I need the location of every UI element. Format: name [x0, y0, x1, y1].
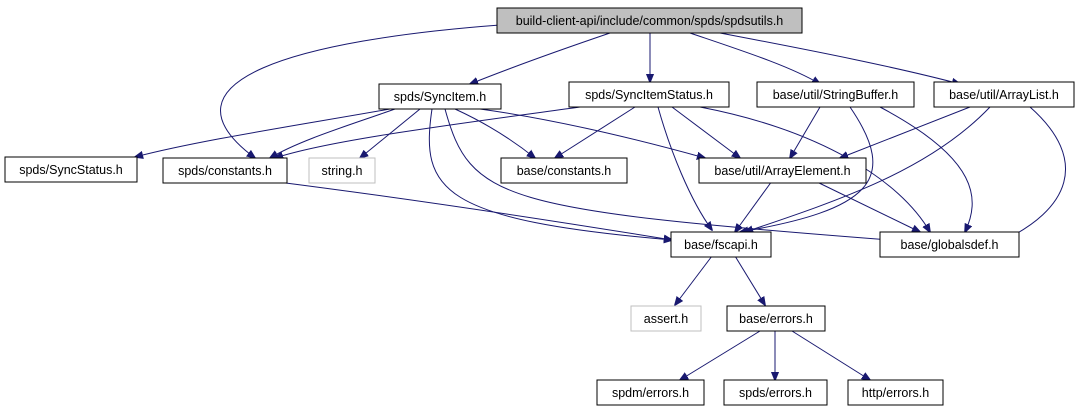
- node-label-assert: assert.h: [644, 312, 689, 326]
- node-syncstatus[interactable]: spds/SyncStatus.h: [4, 156, 138, 183]
- edge-syncitem-to-baseconstants: [454, 108, 535, 158]
- edge-stringbuffer-to-fscapi: [740, 106, 874, 232]
- edge-root-to-spdsconstants: [220, 24, 501, 158]
- node-syncitem[interactable]: spds/SyncItem.h: [378, 83, 502, 110]
- node-label-spdmerrors: spdm/errors.h: [612, 386, 689, 400]
- node-spds-constants[interactable]: spds/constants.h: [162, 157, 288, 184]
- node-label-syncstatus: spds/SyncStatus.h: [19, 163, 123, 177]
- node-fscapi[interactable]: base/fscapi.h: [670, 231, 772, 258]
- edge-syncitemstatus-to-fscapi: [657, 106, 712, 230]
- node-label-stringbuffer: base/util/StringBuffer.h: [773, 88, 899, 102]
- node-label-httperrors: http/errors.h: [862, 386, 929, 400]
- dependency-edges: [135, 24, 1067, 380]
- node-label-baseerrors: base/errors.h: [739, 312, 813, 326]
- edge-arrayelement-to-globalsdef: [814, 180, 920, 232]
- node-stringbuffer[interactable]: base/util/StringBuffer.h: [756, 81, 915, 108]
- edge-baseerrors-to-httperrors: [791, 330, 870, 380]
- node-assert-missing: assert.h: [630, 305, 702, 332]
- edge-syncitemstatus-to-spdsconstants: [275, 106, 581, 158]
- node-label-root: build-client-api/include/common/spds/spd…: [516, 14, 784, 28]
- node-string-missing: string.h: [308, 157, 376, 184]
- node-arraylist[interactable]: base/util/ArrayList.h: [933, 81, 1075, 108]
- node-base-constants[interactable]: base/constants.h: [500, 157, 628, 184]
- edge-spdsconstants-to-fscapi: [269, 180, 672, 240]
- node-label-spdserrors: spds/errors.h: [739, 386, 812, 400]
- edge-arrayelement-to-fscapi: [735, 180, 773, 232]
- node-label-arrayelement: base/util/ArrayElement.h: [714, 164, 850, 178]
- edge-root-to-stringbuffer: [689, 32, 820, 84]
- edge-stringbuffer-to-arrayelement: [790, 106, 821, 158]
- edge-arraylist-to-fscapi: [745, 106, 991, 232]
- node-spdsutils-root[interactable]: build-client-api/include/common/spds/spd…: [496, 7, 803, 34]
- edge-fscapi-to-assert: [675, 255, 713, 305]
- node-label-fscapi: base/fscapi.h: [684, 238, 758, 252]
- header-nodes: build-client-api/include/common/spds/spd…: [4, 7, 1075, 406]
- node-arrayelement[interactable]: base/util/ArrayElement.h: [698, 157, 867, 184]
- edge-fscapi-to-baseerrors: [734, 255, 765, 305]
- edge-syncitem-to-spdsconstants: [270, 108, 396, 158]
- edge-syncitem-to-syncstatus: [135, 108, 391, 157]
- edge-arraylist-to-arrayelement: [840, 106, 971, 158]
- edge-root-to-arraylist: [719, 32, 960, 84]
- edge-syncitem-to-fscapi: [428, 108, 672, 240]
- node-label-globalsdef: base/globalsdef.h: [901, 238, 999, 252]
- edge-syncitemstatus-to-arrayelement: [671, 106, 740, 158]
- node-label-baseconstants: base/constants.h: [517, 164, 612, 178]
- edge-stringbuffer-to-globalsdef: [879, 106, 973, 232]
- node-label-syncitem: spds/SyncItem.h: [394, 90, 486, 104]
- edge-baseerrors-to-spdmerrors: [680, 330, 761, 380]
- node-globalsdef[interactable]: base/globalsdef.h: [879, 231, 1020, 258]
- node-spds-errors[interactable]: spds/errors.h: [723, 379, 828, 406]
- edge-arraylist-to-globalsdef: [1000, 106, 1067, 242]
- node-base-errors[interactable]: base/errors.h: [726, 305, 826, 332]
- edge-root-to-syncitem: [470, 32, 611, 84]
- edge-syncitemstatus-to-baseconstants: [555, 106, 636, 158]
- node-syncitemstatus[interactable]: spds/SyncItemStatus.h: [568, 81, 730, 108]
- node-label-arraylist: base/util/ArrayList.h: [949, 88, 1059, 102]
- node-label-syncitemstatus: spds/SyncItemStatus.h: [585, 88, 713, 102]
- node-label-string: string.h: [322, 164, 363, 178]
- node-spdm-errors[interactable]: spdm/errors.h: [596, 379, 705, 406]
- node-http-errors[interactable]: http/errors.h: [847, 379, 944, 406]
- node-label-spdsconstants: spds/constants.h: [178, 164, 272, 178]
